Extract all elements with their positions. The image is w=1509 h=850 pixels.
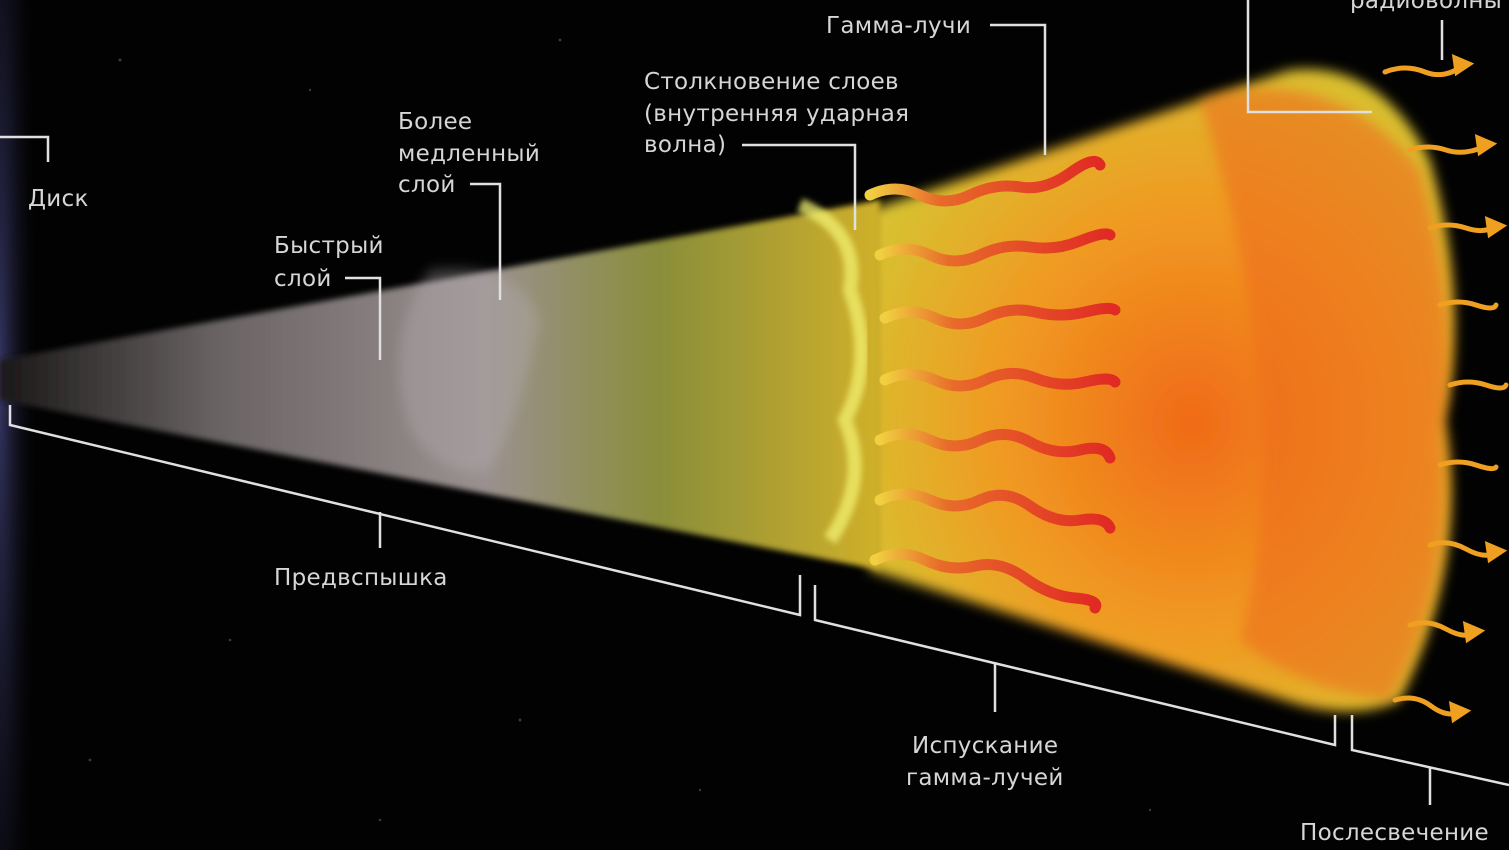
gamma-emission-line-2: гамма-лучей [906, 765, 1064, 791]
disk-label: Диск [28, 186, 89, 212]
slower-layer-line-2: медленный [398, 141, 540, 167]
fast-layer-line-2: слой [274, 266, 332, 292]
collision-line-2: (внутренняя ударная [644, 101, 909, 127]
preflash-label: Предвспышка [274, 565, 448, 591]
fast-layer-line-1: Быстрый [274, 233, 384, 259]
radio-waves-label: радиоволны [1350, 0, 1502, 14]
collision-line-3: волна) [644, 132, 726, 158]
collision-line-1: Столкновение слоев [644, 69, 899, 95]
gamma-emission-line-1: Испускание [912, 733, 1058, 759]
slower-layer-line-3: слой [398, 172, 456, 198]
gamma-rays-label: Гамма-лучи [826, 13, 971, 39]
slower-layer-line-1: Более [398, 109, 472, 135]
disk-shape [0, 0, 40, 850]
afterglow-label: Послесвечение [1300, 820, 1489, 846]
